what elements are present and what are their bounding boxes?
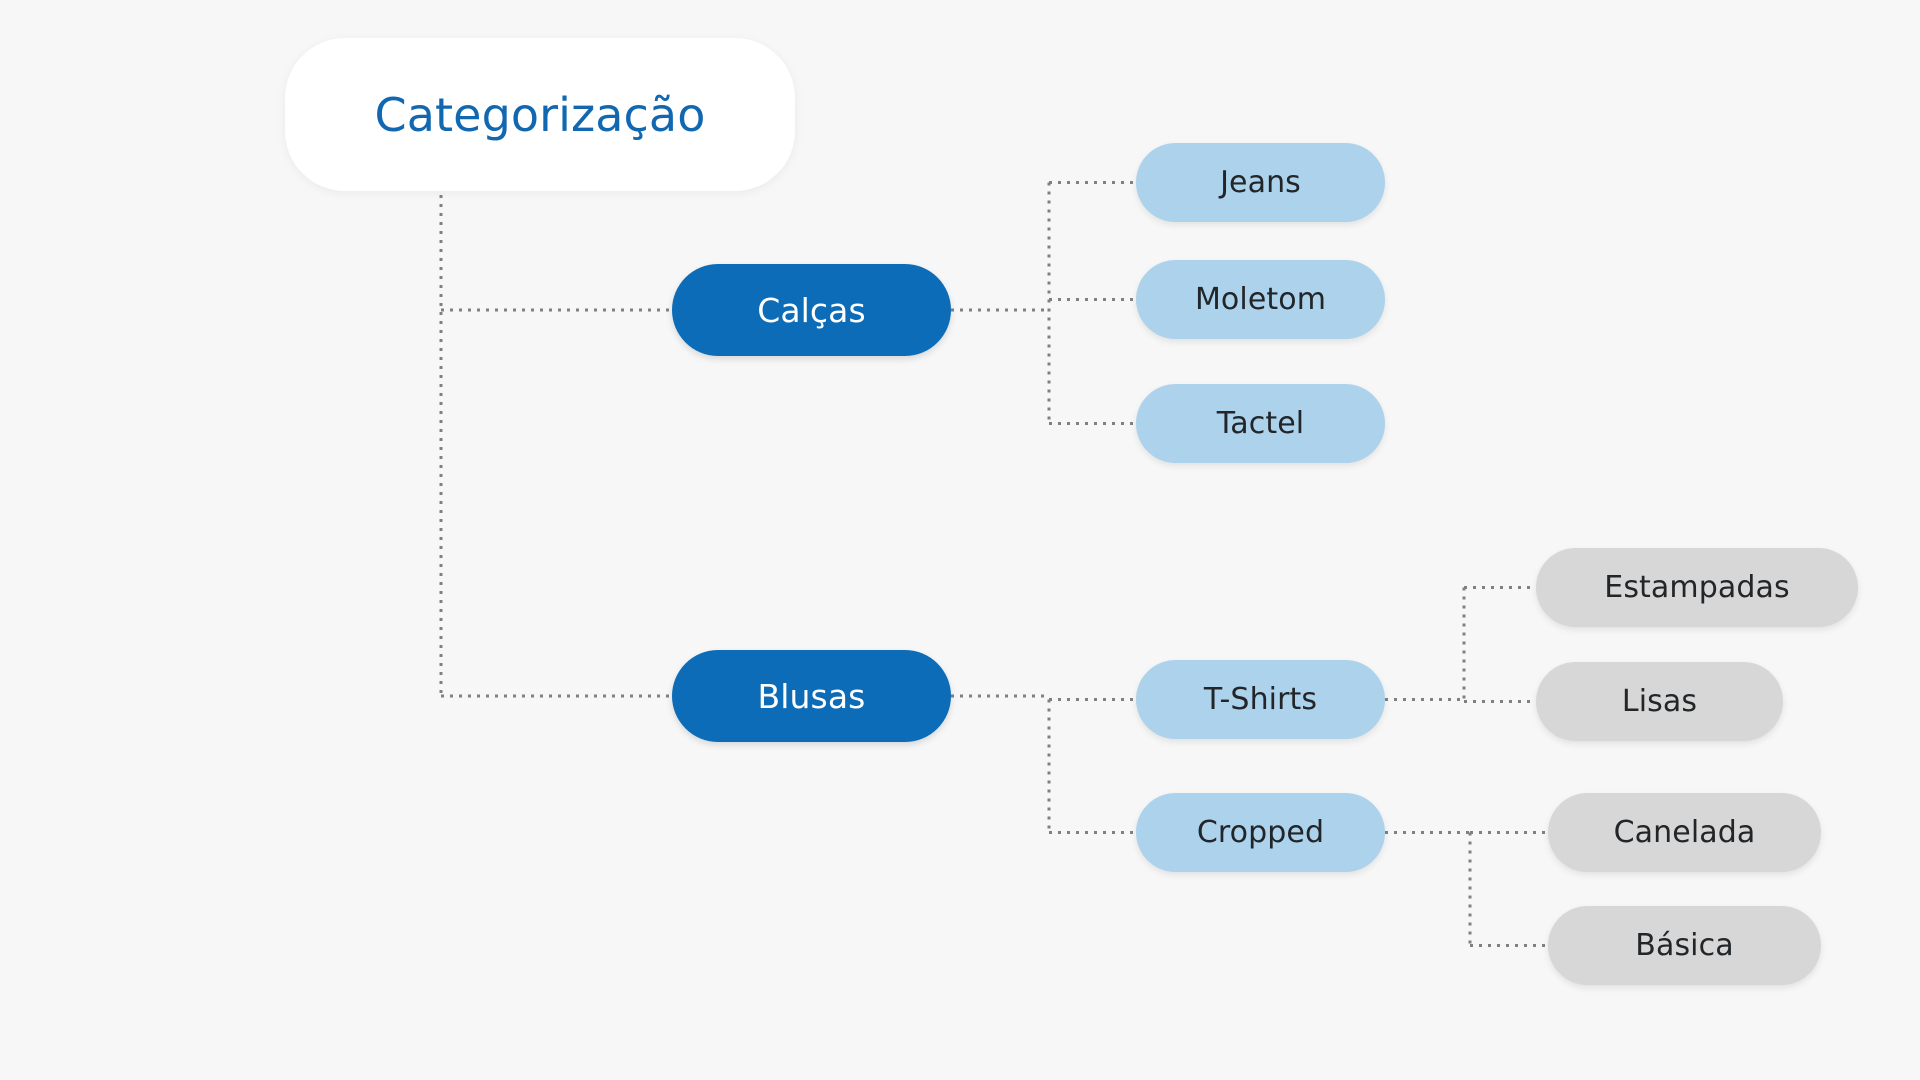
subnode-cropped-label: Cropped: [1196, 814, 1325, 850]
leafnode-canelada[interactable]: Canelada: [1548, 793, 1821, 872]
leafnode-basica[interactable]: Básica: [1548, 906, 1821, 985]
leafnode-estampadas[interactable]: Estampadas: [1536, 548, 1858, 627]
subnode-jeans-label: Jeans: [1220, 164, 1301, 200]
subnode-t-shirts-label: T-Shirts: [1203, 681, 1318, 717]
leafnode-estampadas-label: Estampadas: [1604, 569, 1790, 605]
branch-node-blusas[interactable]: Blusas: [672, 650, 951, 742]
subnode-jeans[interactable]: Jeans: [1136, 143, 1385, 222]
leafnode-canelada-label: Canelada: [1613, 814, 1756, 850]
subnode-cropped[interactable]: Cropped: [1136, 793, 1385, 872]
leafnode-lisas-label: Lisas: [1621, 683, 1698, 719]
subnode-tactel[interactable]: Tactel: [1136, 384, 1385, 463]
subnode-moletom-label: Moletom: [1194, 281, 1327, 317]
branch-node-blusas-label: Blusas: [757, 676, 866, 716]
leafnode-lisas[interactable]: Lisas: [1536, 662, 1783, 741]
leafnode-basica-label: Básica: [1635, 927, 1734, 963]
branch-node-calcas-label: Calças: [757, 290, 866, 330]
subnode-tactel-label: Tactel: [1216, 405, 1305, 441]
subnode-t-shirts[interactable]: T-Shirts: [1136, 660, 1385, 739]
root-node-categorizacao[interactable]: Categorização: [285, 38, 795, 191]
root-node-categorizacao-label: Categorização: [374, 87, 706, 142]
branch-node-calcas[interactable]: Calças: [672, 264, 951, 356]
subnode-moletom[interactable]: Moletom: [1136, 260, 1385, 339]
